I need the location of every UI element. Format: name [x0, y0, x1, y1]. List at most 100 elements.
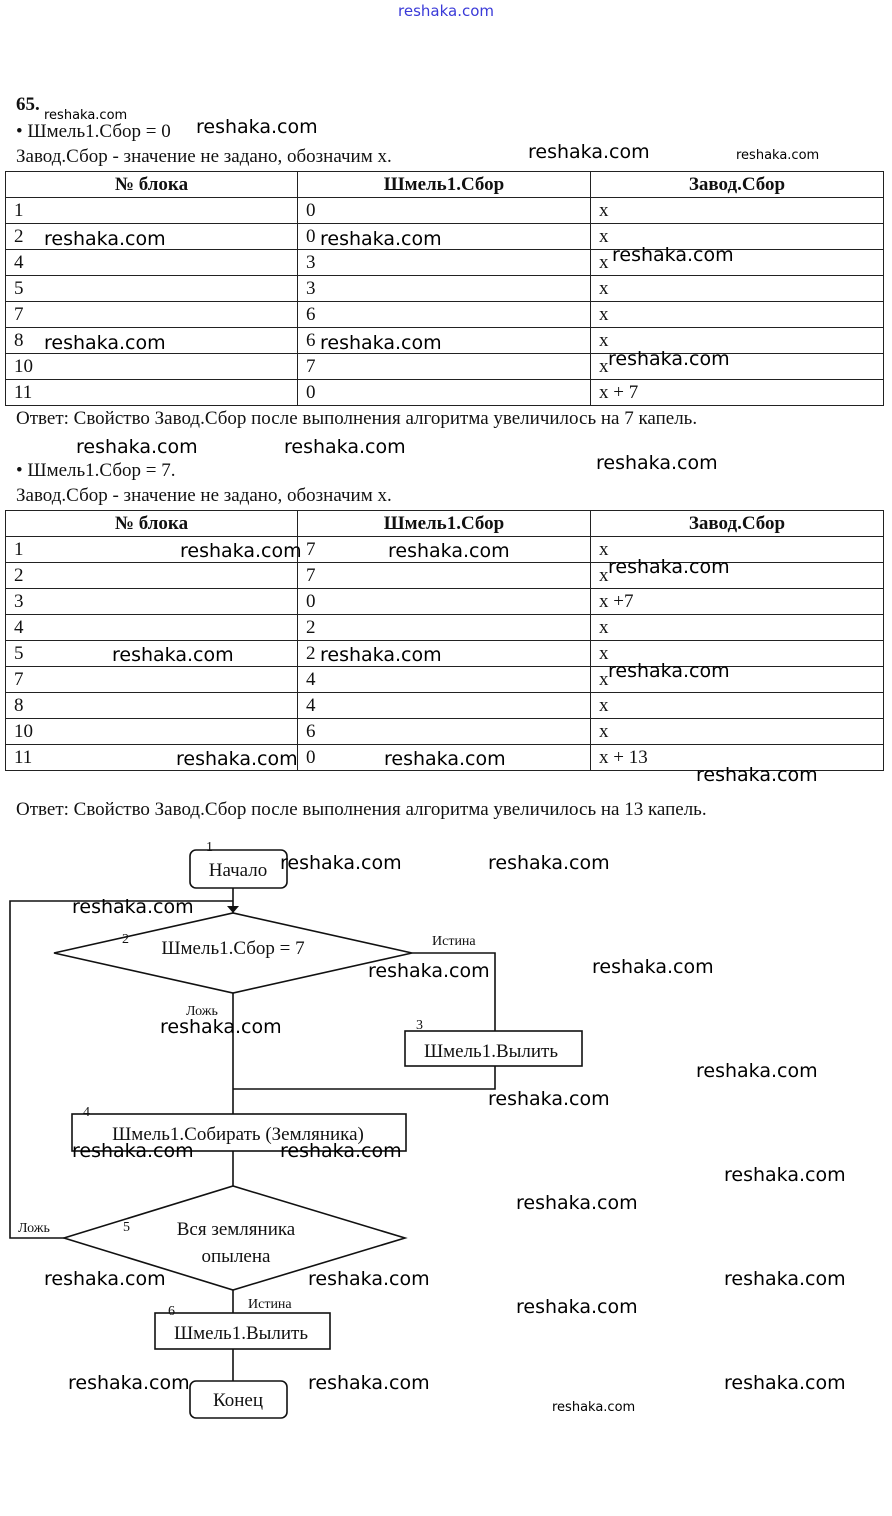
cell: x — [590, 614, 884, 641]
watermark: reshaka.com — [280, 852, 402, 874]
cell: 7 — [5, 301, 298, 328]
pour-block-2 — [154, 1312, 331, 1350]
cell: x — [590, 666, 884, 693]
watermark: reshaka.com — [284, 436, 406, 458]
cell: 5 — [5, 275, 298, 302]
watermark: reshaka.com — [724, 1164, 846, 1186]
cell: x + 7 — [590, 379, 884, 406]
case1-initial-condition: • Шмель1.Сбор = 0 — [16, 121, 171, 142]
header-block-number: № блока — [5, 171, 298, 198]
cell: x — [590, 640, 884, 667]
cell: 6 — [297, 301, 591, 328]
pour-label-1: Шмель1.Вылить — [424, 1041, 558, 1062]
header-block-number: № блока — [5, 510, 298, 537]
watermark: reshaka.com — [592, 956, 714, 978]
true-branch-label-2: Истина — [248, 1297, 292, 1312]
block-number: 5 — [123, 1220, 130, 1235]
watermark: reshaka.com — [516, 1192, 638, 1214]
watermark: reshaka.com — [196, 116, 318, 138]
watermark: reshaka.com — [44, 1268, 166, 1290]
watermark: reshaka.com — [72, 896, 194, 918]
watermark: reshaka.com — [696, 1060, 818, 1082]
block-number: 1 — [206, 840, 213, 855]
watermark: reshaka.com — [368, 960, 490, 982]
cell: x — [590, 327, 884, 354]
cell: 11 — [5, 379, 298, 406]
watermark: reshaka.com — [724, 1372, 846, 1394]
block-number: 2 — [122, 932, 129, 947]
watermark: reshaka.com — [320, 644, 442, 666]
watermark: reshaka.com — [176, 748, 298, 770]
watermark: reshaka.com — [608, 660, 730, 682]
watermark: reshaka.com — [308, 1268, 430, 1290]
cell: 2 — [5, 562, 298, 589]
watermark: reshaka.com — [528, 141, 650, 163]
case1-answer: Ответ: Свойство Завод.Сбор после выполне… — [16, 408, 698, 429]
table-header-row: № блока Шмель1.Сбор Завод.Сбор — [5, 510, 884, 537]
watermark: reshaka.com — [320, 332, 442, 354]
condition1-label: Шмель1.Сбор = 7 — [161, 938, 304, 959]
watermark: reshaka.com — [612, 244, 734, 266]
cell: x — [590, 223, 884, 250]
watermark: reshaka.com — [44, 228, 166, 250]
case2-note: Завод.Сбор - значение не задано, обознач… — [16, 485, 392, 506]
watermark: reshaka.com — [160, 1016, 282, 1038]
pour-label-2: Шмель1.Вылить — [174, 1323, 308, 1344]
watermark: reshaka.com — [516, 1296, 638, 1318]
cell: 2 — [297, 640, 591, 667]
watermark: reshaka.com — [180, 540, 302, 562]
cell: x + 13 — [590, 744, 884, 771]
watermark: reshaka.com — [72, 1140, 194, 1162]
watermark: reshaka.com — [696, 764, 818, 786]
watermark: reshaka.com — [320, 228, 442, 250]
case1-note: Завод.Сбор - значение не задано, обознач… — [16, 146, 392, 167]
collect-block — [71, 1113, 407, 1152]
cell: 10 — [5, 718, 298, 745]
cell: x — [590, 718, 884, 745]
cell: 2 — [297, 614, 591, 641]
cell: 7 — [297, 353, 591, 380]
false-branch-label-2: Ложь — [18, 1221, 50, 1236]
header-factory-collection: Завод.Сбор — [590, 171, 884, 198]
condition2-label-line2: опылена — [202, 1246, 272, 1267]
false-branch-label: Ложь — [186, 1004, 218, 1019]
task-number: 65. — [16, 94, 40, 115]
cell: x +7 — [590, 588, 884, 615]
case2-initial-condition: • Шмель1.Сбор = 7. — [16, 460, 176, 481]
watermark: reshaka.com — [308, 1372, 430, 1394]
cell: 4 — [5, 614, 298, 641]
site-header-link[interactable]: reshaka.com — [398, 2, 494, 20]
condition2-label-line1: Вся земляника — [177, 1219, 296, 1240]
watermark: reshaka.com — [488, 1088, 610, 1110]
watermark: reshaka.com — [608, 348, 730, 370]
cell: x — [590, 562, 884, 589]
cell: x — [590, 692, 884, 719]
watermark: reshaka.com — [384, 748, 506, 770]
watermark: reshaka.com — [596, 452, 718, 474]
end-label: Конец — [213, 1390, 263, 1411]
cell: 0 — [297, 379, 591, 406]
cell: 4 — [297, 692, 591, 719]
block-number: 4 — [83, 1105, 90, 1120]
watermark: reshaka.com — [608, 556, 730, 578]
watermark: reshaka.com — [736, 148, 820, 163]
collect-label: Шмель1.Собирать (Земляника) — [112, 1124, 364, 1145]
watermark: reshaka.com — [44, 332, 166, 354]
watermark: reshaka.com — [76, 436, 198, 458]
watermark: reshaka.com — [552, 1400, 636, 1415]
cell: 0 — [297, 744, 591, 771]
cell: 11 — [5, 744, 298, 771]
